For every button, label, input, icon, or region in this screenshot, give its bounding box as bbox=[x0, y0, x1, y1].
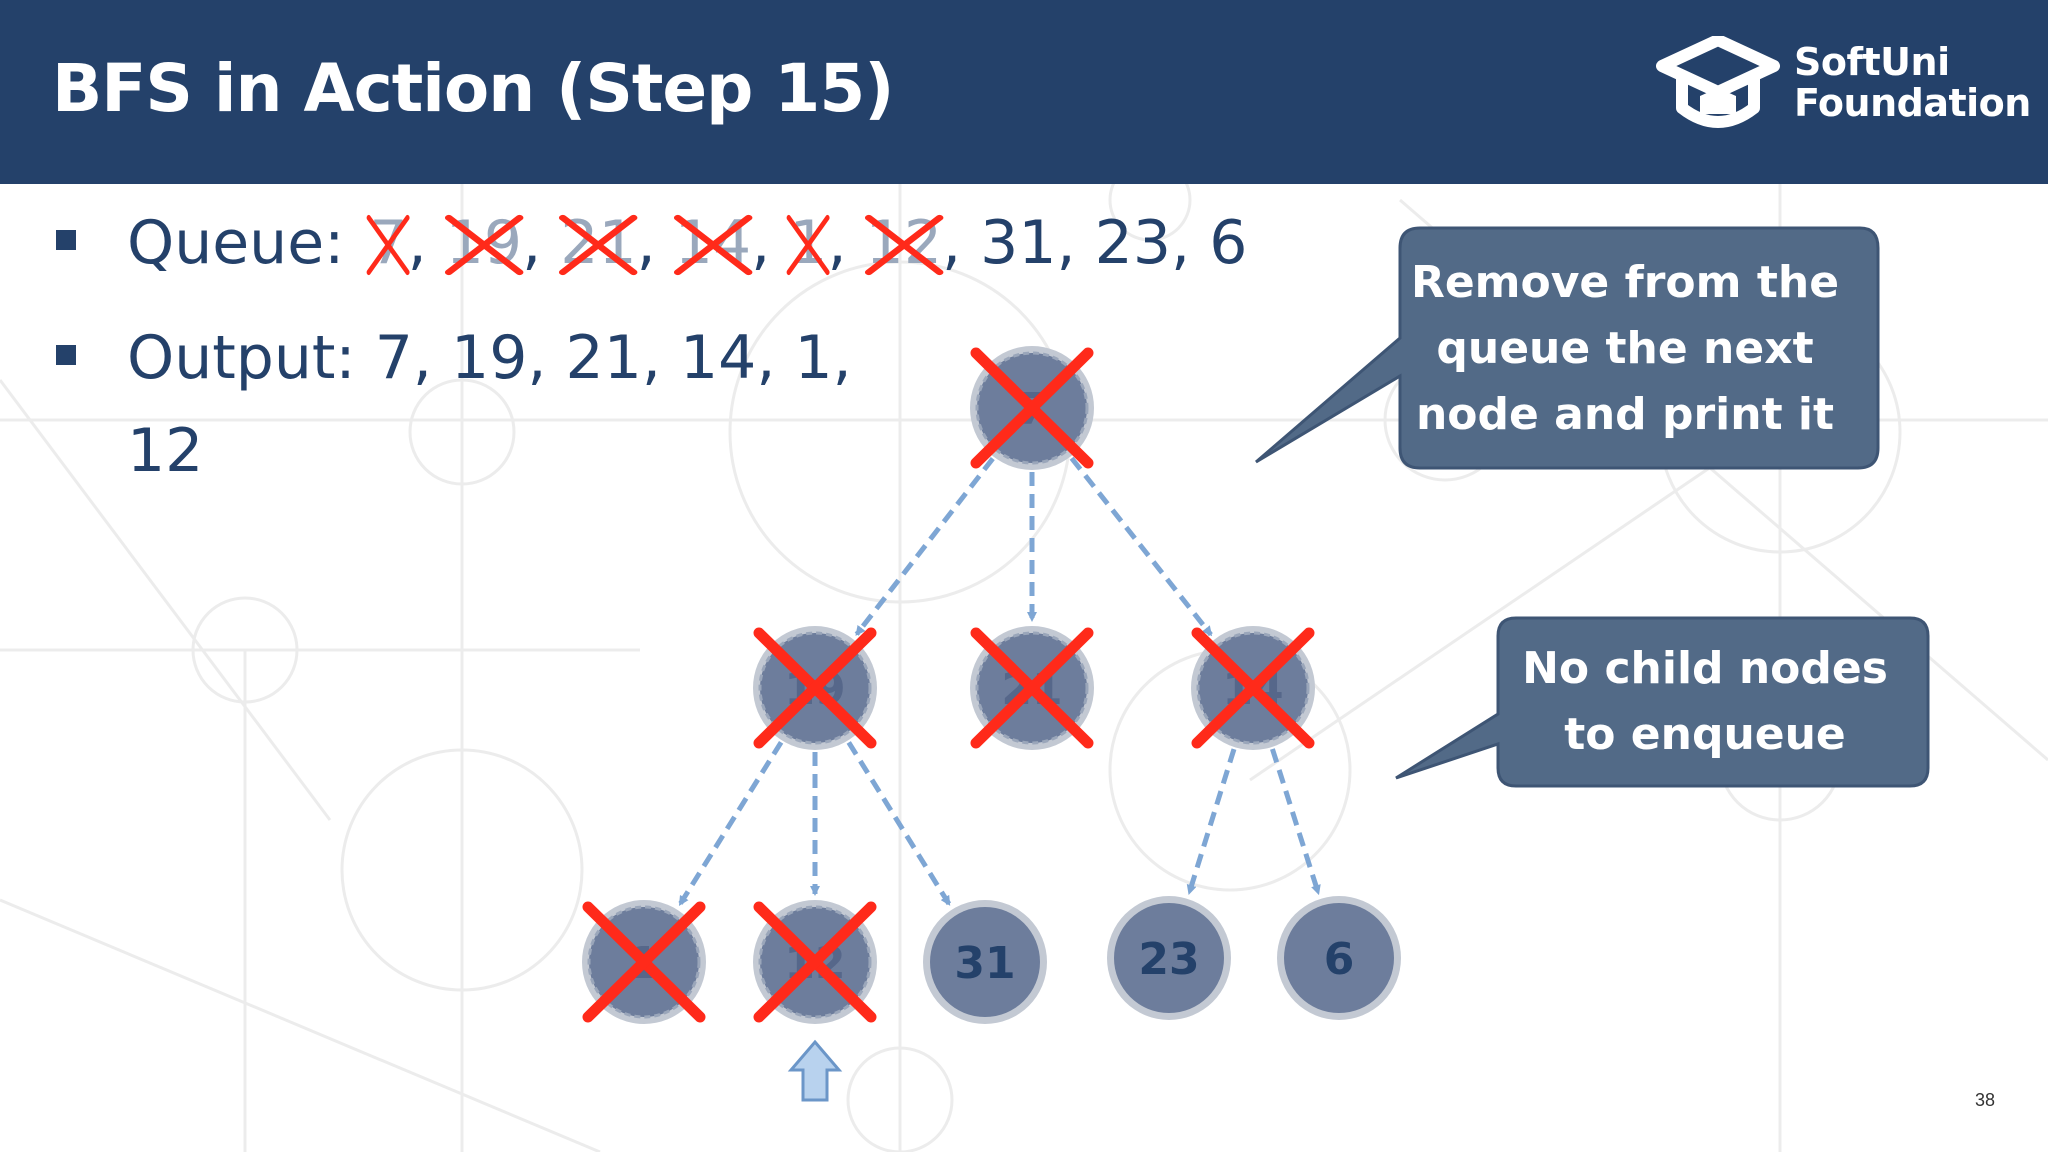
queue-item-19: 19 bbox=[444, 208, 524, 278]
tree-edge-n19-n1 bbox=[677, 740, 784, 907]
logo-wordmark: SoftUni Foundation bbox=[1794, 42, 2031, 124]
title-bar: BFS in Action (Step 15) SoftUni Foundati… bbox=[0, 0, 2048, 184]
tree-edge-n19-n31 bbox=[846, 741, 952, 906]
queue-item-6: 6 bbox=[1209, 208, 1248, 278]
queue-item-21: 21 bbox=[559, 208, 638, 278]
callout-bottom-bubble bbox=[1395, 616, 1930, 788]
strike-cross-icon bbox=[444, 214, 524, 276]
strike-cross-icon bbox=[367, 214, 410, 276]
tree-node-31: 31 bbox=[923, 900, 1047, 1024]
tree-node-label: 23 bbox=[1138, 934, 1199, 985]
tree-edge-n7-n19 bbox=[854, 457, 995, 636]
strike-cross-icon bbox=[786, 214, 830, 276]
queue-item-14: 14 bbox=[673, 208, 753, 278]
queue-line: Queue: 7, 19, 21, 14, 1, 12, 31, 23, 6 bbox=[127, 208, 1247, 278]
queue-item-23: 23 bbox=[1094, 208, 1172, 278]
output-line-1: Output: 7, 19, 21, 14, 1, bbox=[127, 323, 852, 393]
queue-separator: , bbox=[827, 208, 866, 278]
tree-node-12: 12 bbox=[753, 900, 877, 1024]
strike-cross-icon bbox=[559, 214, 638, 276]
page-number: 38 bbox=[1975, 1090, 1996, 1110]
callout-no-child-nodes bbox=[1395, 616, 1930, 788]
tree-edge-n14-n23 bbox=[1186, 748, 1237, 895]
tree-node-19: 19 bbox=[753, 626, 877, 750]
queue-separator: , bbox=[942, 208, 981, 278]
removed-cross-icon bbox=[753, 627, 877, 749]
tree-node-14: 14 bbox=[1191, 626, 1315, 750]
removed-cross-icon bbox=[970, 627, 1094, 749]
queue-separator: , bbox=[522, 208, 561, 278]
strike-cross-icon bbox=[864, 214, 944, 276]
tree-edge-n14-n6 bbox=[1270, 748, 1321, 896]
queue-separator: , bbox=[1171, 208, 1210, 278]
removed-cross-icon bbox=[1191, 627, 1315, 749]
tree-node-7: 7 bbox=[970, 346, 1094, 470]
tree-node-6: 6 bbox=[1277, 896, 1401, 1020]
callout-top-line-2: queue the next bbox=[1436, 323, 1814, 374]
callout-bottom-line-1: No child nodes bbox=[1522, 643, 1888, 694]
callout-bottom-line-2: to enqueue bbox=[1564, 709, 1846, 760]
removed-cross-icon bbox=[753, 901, 877, 1023]
strike-cross-icon bbox=[673, 214, 753, 276]
tree-node-1: 1 bbox=[582, 900, 706, 1024]
callout-top-bubble bbox=[1255, 226, 1880, 470]
queue-separator: , bbox=[751, 208, 790, 278]
logo-line-softuni: SoftUni bbox=[1794, 40, 1950, 84]
callout-top-text: Remove from the queue the next node and … bbox=[1378, 250, 1872, 448]
tree-edge-n7-n14 bbox=[1069, 456, 1213, 637]
tree-node-23: 23 bbox=[1107, 896, 1231, 1020]
callout-top-line-3: node and print it bbox=[1415, 389, 1835, 440]
callout-remove-from-queue bbox=[1255, 226, 1880, 470]
removed-cross-icon bbox=[582, 901, 706, 1023]
bullet-marker-output bbox=[56, 345, 76, 365]
queue-item-1: 1 bbox=[786, 208, 830, 278]
graduation-cap-icon bbox=[1656, 34, 1780, 128]
slide-title: BFS in Action (Step 15) bbox=[52, 50, 894, 127]
queue-label: Queue: bbox=[127, 208, 345, 278]
current-pointer-arrow-icon bbox=[787, 1039, 843, 1102]
queue-separator: , bbox=[636, 208, 675, 278]
output-line-2: 12 bbox=[127, 416, 204, 486]
removed-cross-icon bbox=[970, 347, 1094, 469]
logo-line-foundation: Foundation bbox=[1794, 81, 2031, 125]
queue-separator: , bbox=[407, 208, 446, 278]
queue-item-7: 7 bbox=[367, 208, 410, 278]
queue-separator: , bbox=[1056, 208, 1095, 278]
tree-node-label: 31 bbox=[954, 938, 1015, 989]
queue-item-31: 31 bbox=[980, 208, 1057, 278]
callout-bottom-text: No child nodes to enqueue bbox=[1486, 636, 1924, 768]
bullet-marker-queue bbox=[56, 230, 76, 250]
queue-item-12: 12 bbox=[864, 208, 944, 278]
tree-node-21: 21 bbox=[970, 626, 1094, 750]
tree-node-label: 6 bbox=[1324, 934, 1355, 985]
softuni-logo: SoftUni Foundation bbox=[1656, 34, 2031, 136]
queue-items: 7, 19, 21, 14, 1, 12, 31, 23, 6 bbox=[367, 208, 1248, 278]
callout-top-line-1: Remove from the bbox=[1410, 257, 1840, 308]
